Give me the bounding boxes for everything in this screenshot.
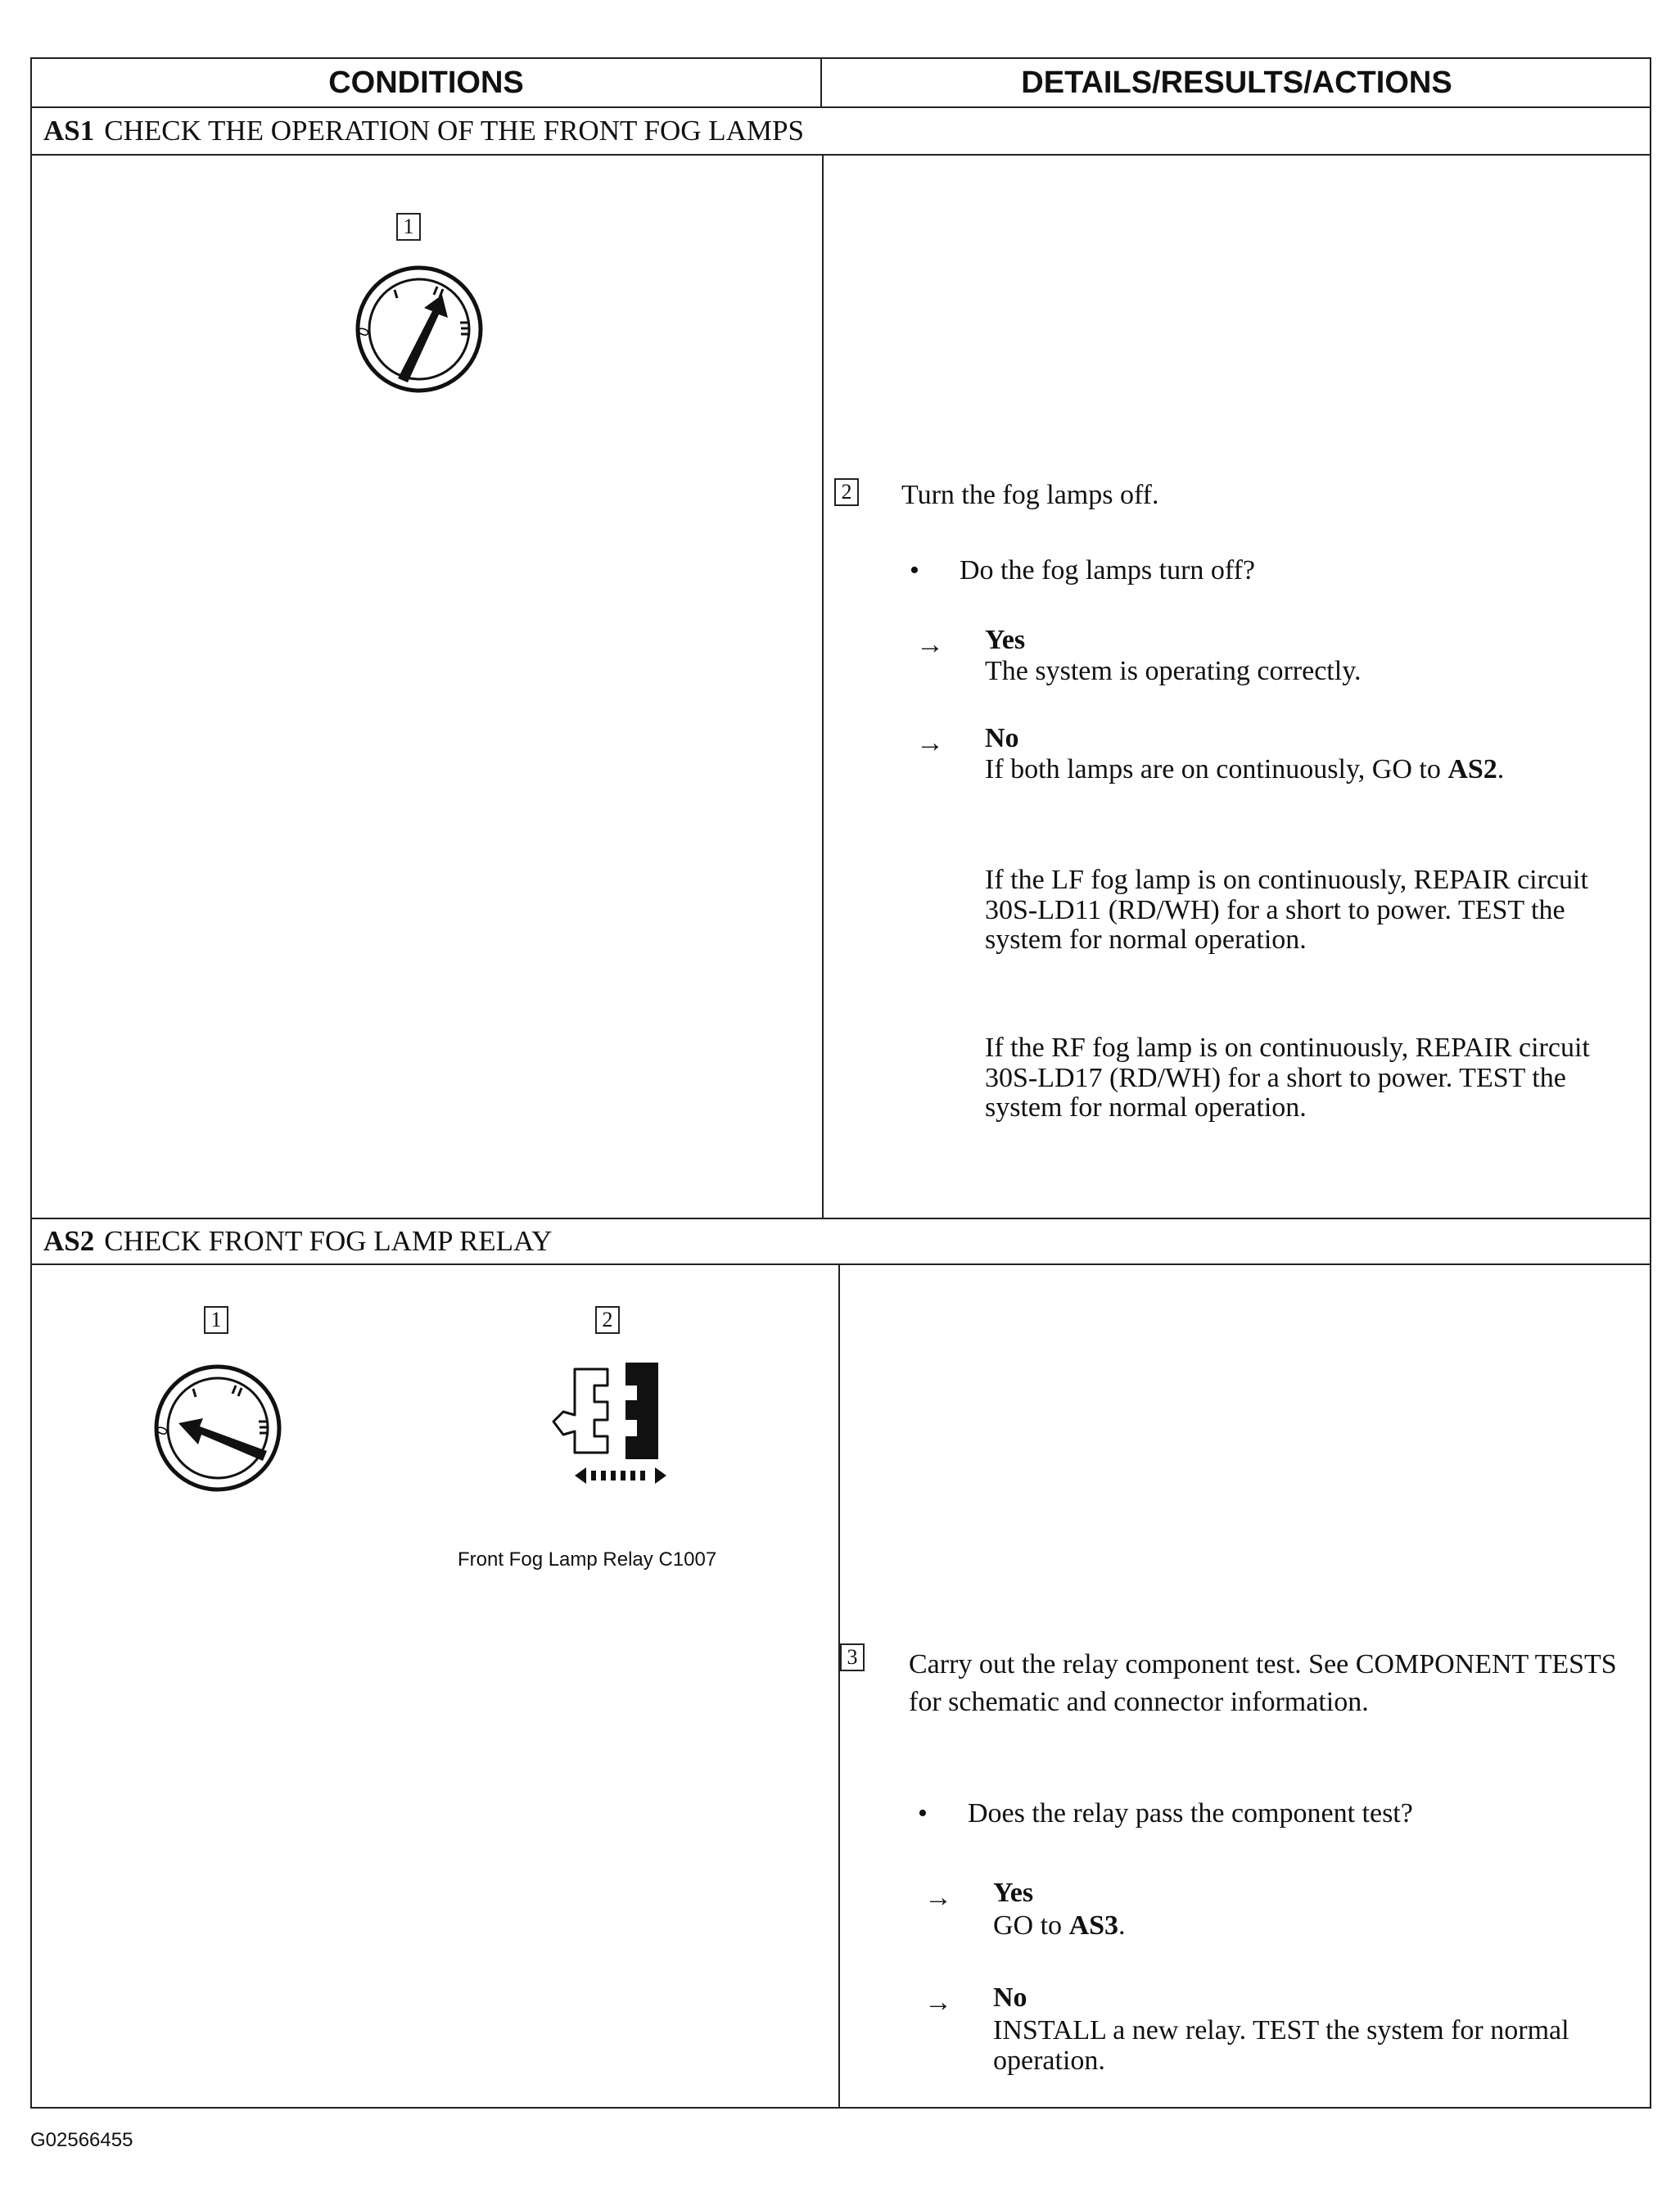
as2-no-label: No	[993, 1982, 1027, 2013]
as2-yes-ref: AS3	[1068, 1910, 1119, 1941]
as2-column-divider	[838, 1265, 840, 2109]
as1-no-line1-end: .	[1497, 754, 1505, 784]
ignition-switch-off-icon: 0	[153, 1364, 282, 1492]
conditions-header: CONDITIONS	[32, 59, 822, 108]
as2-yes-text: GO to AS3.	[993, 1910, 1126, 1942]
as1-title: CHECK THE OPERATION OF THE FRONT FOG LAM…	[104, 115, 804, 147]
as1-no-line1: If both lamps are on continuously, GO to…	[985, 754, 1574, 785]
as2-title-band: AS2 CHECK FRONT FOG LAMP RELAY	[32, 1218, 1650, 1265]
as2-bullet: •	[918, 1798, 928, 1829]
as1-no-line1-ref: AS2	[1447, 754, 1497, 784]
as2-step-text: Carry out the relay component test. See …	[909, 1649, 1617, 1717]
as1-title-band: AS1 CHECK THE OPERATION OF THE FRONT FOG…	[32, 108, 1650, 156]
as2-yes-label: Yes	[993, 1878, 1034, 1908]
relay-caption: Front Fog Lamp Relay C1007	[458, 1548, 717, 1571]
as1-no-arrow: →	[916, 728, 944, 758]
as1-bullet: •	[910, 555, 919, 585]
as2-title: CHECK FRONT FOG LAMP RELAY	[104, 1225, 553, 1257]
as1-yes-text: The system is operating correctly.	[985, 656, 1362, 686]
as1-code: AS1	[43, 115, 95, 147]
as1-no-para2: If the LF fog lamp is on continuously, R…	[985, 865, 1588, 956]
as1-step-box: 2	[834, 478, 859, 506]
as2-yes-pre: GO to	[993, 1910, 1063, 1941]
as1-yes-arrow: →	[916, 630, 944, 660]
as2-yes-arrow: →	[924, 1883, 952, 1913]
as1-no-para3: If the RF fog lamp is on continuously, R…	[985, 1033, 1590, 1123]
details-header: DETAILS/RESULTS/ACTIONS	[822, 59, 1651, 108]
as1-no-line1-text: If both lamps are on continuously, GO to	[985, 754, 1441, 784]
relay-disconnect-icon	[552, 1363, 666, 1484]
as2-no-arrow: →	[924, 1987, 952, 2018]
as1-step-text: Turn the fog lamps off.	[901, 480, 1159, 510]
as1-no-label: No	[985, 723, 1019, 753]
as1-column-divider	[822, 156, 824, 1218]
as1-yes-label: Yes	[985, 625, 1026, 655]
diagnostic-table: CONDITIONS DETAILS/RESULTS/ACTIONS AS1 C…	[30, 57, 1651, 2109]
as2-no-text: INSTALL a new relay. TEST the system for…	[993, 2015, 1569, 2076]
as2-question: Does the relay pass the component test?	[968, 1798, 1413, 1829]
ignition-switch-run-icon: 0	[355, 265, 483, 393]
as2-step-box: 3	[840, 1643, 865, 1671]
as2-yes-end: .	[1118, 1910, 1126, 1941]
figure-id: G02566455	[30, 2129, 133, 2151]
as1-fig-step-box: 1	[396, 213, 421, 241]
as2-fig2-step-box: 2	[595, 1306, 620, 1334]
as1-question: Do the fog lamps turn off?	[960, 555, 1256, 585]
as2-code: AS2	[43, 1225, 95, 1257]
as2-fig1-step-box: 1	[204, 1306, 228, 1334]
